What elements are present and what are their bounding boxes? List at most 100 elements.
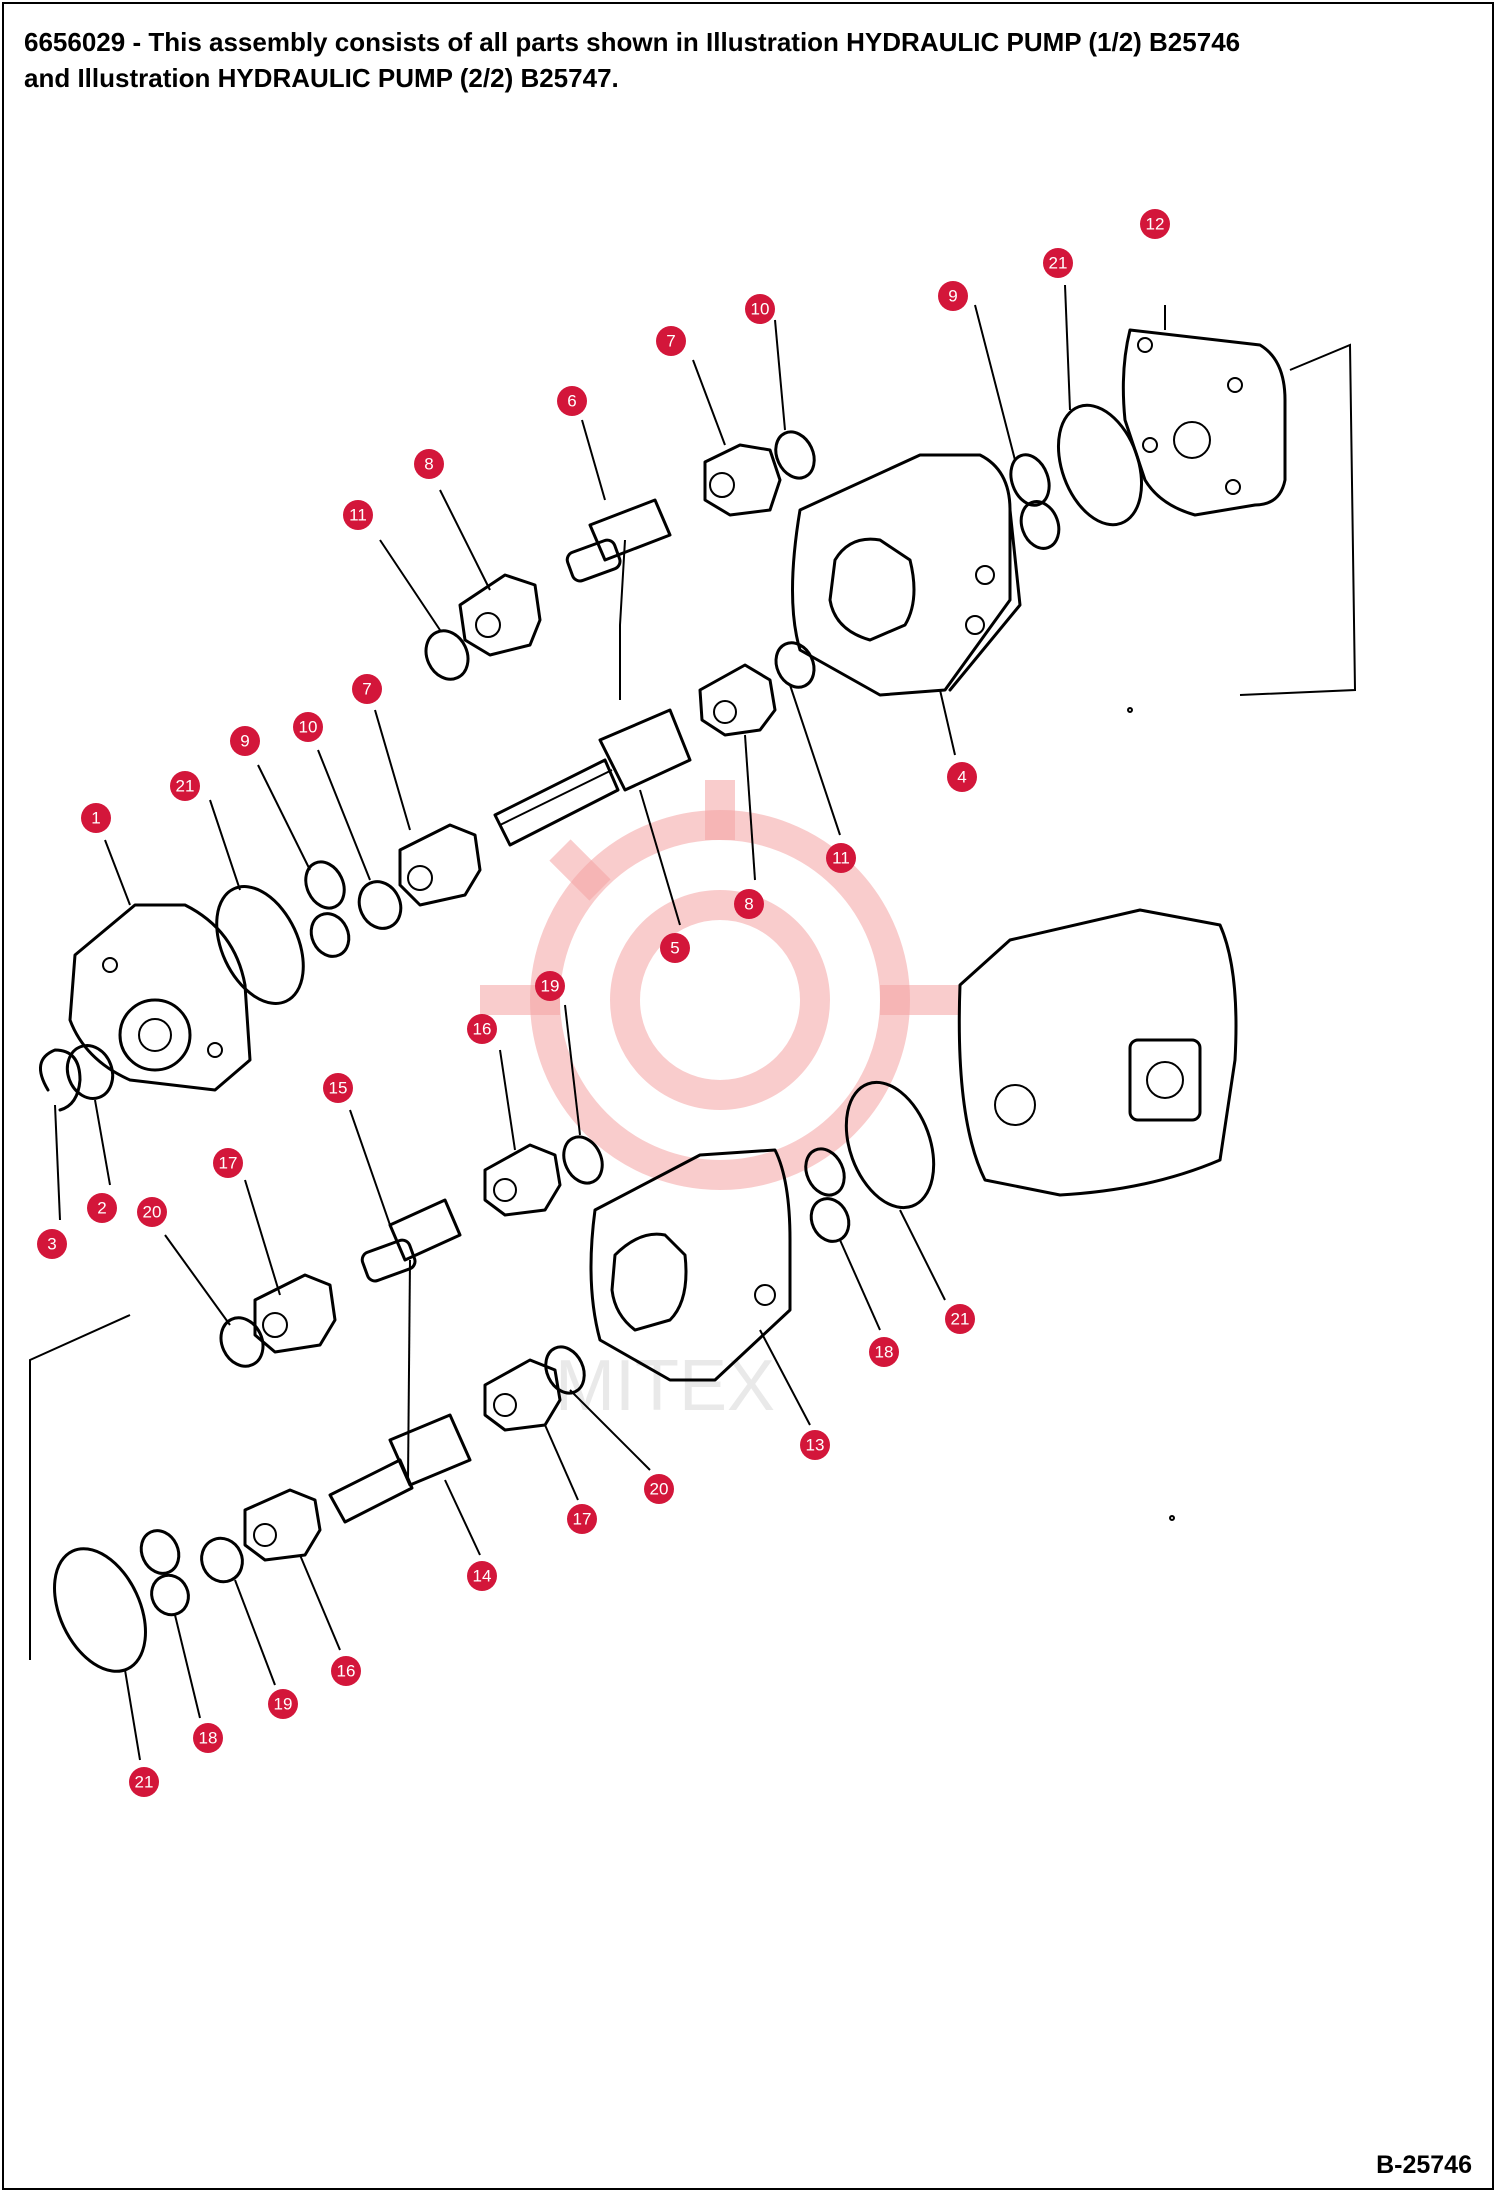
part-16-bushing — [483, 1143, 562, 1217]
callout-label: 21 — [951, 1310, 970, 1329]
part-17-bushing — [253, 1273, 337, 1354]
callout-label: 10 — [751, 300, 770, 319]
part-7-bushing-lower — [398, 823, 482, 907]
callout-3: 3 — [37, 1229, 67, 1259]
callout-label: 9 — [240, 732, 249, 751]
callout-label: 21 — [135, 1773, 154, 1792]
callout-label: 2 — [97, 1199, 106, 1218]
callout-11: 11 — [826, 843, 856, 873]
callout-circle — [343, 500, 373, 530]
dot-mark — [1169, 1515, 1175, 1521]
callout-label: 16 — [337, 1662, 356, 1681]
part-21-seal-ring — [1056, 403, 1144, 527]
part-16-bushing-lower — [243, 1488, 322, 1562]
watermark-logo: MITEX — [480, 780, 960, 1426]
callout-circle — [293, 712, 323, 742]
callout-label: 3 — [47, 1235, 56, 1254]
callout-18: 18 — [193, 1723, 223, 1753]
callout-21: 21 — [129, 1767, 159, 1797]
part-19-seal-lower — [200, 1536, 244, 1584]
callout-markers: 12 21 9 10 7 6 8 1 17 10 9 21 14 11 8 5 19 16 15 17 2 20 3 21 18… — [37, 209, 1170, 1797]
part-2-shaft-seal — [65, 1044, 115, 1100]
callout-circle — [947, 762, 977, 792]
callout-15: 15 — [323, 1073, 353, 1103]
callout-label: 21 — [176, 777, 195, 796]
callout-circle — [1140, 209, 1170, 239]
part-8-bushing-lower — [698, 663, 777, 737]
callout-circle — [656, 326, 686, 356]
title-line-1: 6656029 - This assembly consists of all … — [24, 27, 1241, 57]
part-19-seal — [562, 1135, 604, 1185]
callout-6: 6 — [557, 386, 587, 416]
callout-label: 20 — [143, 1203, 162, 1222]
callout-circle — [467, 1014, 497, 1044]
callout-2: 2 — [87, 1193, 117, 1223]
callout-9: 9 — [938, 281, 968, 311]
part-6-gear-shaft — [565, 498, 672, 583]
leader-lines — [54, 284, 1166, 1761]
part-10-seal — [774, 430, 816, 480]
callout-16: 16 — [467, 1014, 497, 1044]
callout-circle — [81, 803, 111, 833]
callout-17: 17 — [213, 1148, 243, 1178]
callout-circle — [414, 449, 444, 479]
part-8-bushing — [458, 573, 542, 657]
title-line-2: and Illustration HYDRAULIC PUMP (2/2) B2… — [24, 63, 619, 93]
part-12-end-cover — [1121, 328, 1357, 696]
callout-circle — [800, 1430, 830, 1460]
callout-label: 12 — [1146, 215, 1165, 234]
part-18-seal-lower — [139, 1529, 190, 1617]
callout-circle — [734, 889, 764, 919]
callout-circle — [557, 386, 587, 416]
part-21-seal-ring-lower — [53, 1547, 147, 1673]
callout-circle — [945, 1304, 975, 1334]
figure-id: B-25746 — [1376, 2151, 1472, 2179]
callout-8: 8 — [734, 889, 764, 919]
callout-19: 19 — [268, 1689, 298, 1719]
part-20-seal-lower — [544, 1345, 586, 1395]
part-7-bushing — [703, 443, 782, 517]
part-1-front-flange — [68, 903, 252, 1092]
callout-7: 7 — [352, 674, 382, 704]
callout-11: 11 — [343, 500, 373, 530]
callout-label: 21 — [1049, 254, 1068, 273]
part-4-pump-body — [791, 453, 1022, 697]
part-17-bushing-lower — [483, 1358, 562, 1432]
callout-4: 4 — [947, 762, 977, 792]
callout-label: 4 — [957, 768, 966, 787]
callout-10: 10 — [293, 712, 323, 742]
callout-5: 5 — [660, 933, 690, 963]
callout-label: 7 — [362, 680, 371, 699]
part-13-rear-pump-body — [589, 1148, 792, 1382]
callout-label: 11 — [349, 506, 367, 525]
callout-19: 19 — [535, 971, 565, 1001]
callout-17: 17 — [567, 1504, 597, 1534]
callout-label: 19 — [541, 977, 560, 996]
callout-label: 11 — [832, 849, 850, 868]
callout-label: 14 — [473, 1567, 492, 1586]
callout-12: 12 — [1140, 209, 1170, 239]
callout-label: 18 — [199, 1729, 218, 1748]
callout-9: 9 — [230, 726, 260, 756]
callout-circle — [660, 933, 690, 963]
callout-label: 10 — [299, 718, 318, 737]
callout-circle — [230, 726, 260, 756]
callout-label: 5 — [670, 939, 679, 958]
callout-label: 8 — [744, 895, 753, 914]
callout-circle — [129, 1767, 159, 1797]
callout-circle — [535, 971, 565, 1001]
part-9-seal-lower — [304, 860, 351, 958]
callout-circle — [268, 1689, 298, 1719]
callout-label: 8 — [424, 455, 433, 474]
assembly-bracket-line — [29, 1314, 131, 1660]
callout-21: 21 — [170, 771, 200, 801]
callout-circle — [869, 1337, 899, 1367]
callout-circle — [193, 1723, 223, 1753]
part-10-seal-lower — [357, 880, 403, 930]
callout-circle — [938, 281, 968, 311]
callout-18: 18 — [869, 1337, 899, 1367]
callout-label: 1 — [91, 809, 100, 828]
callout-label: 15 — [329, 1079, 348, 1098]
